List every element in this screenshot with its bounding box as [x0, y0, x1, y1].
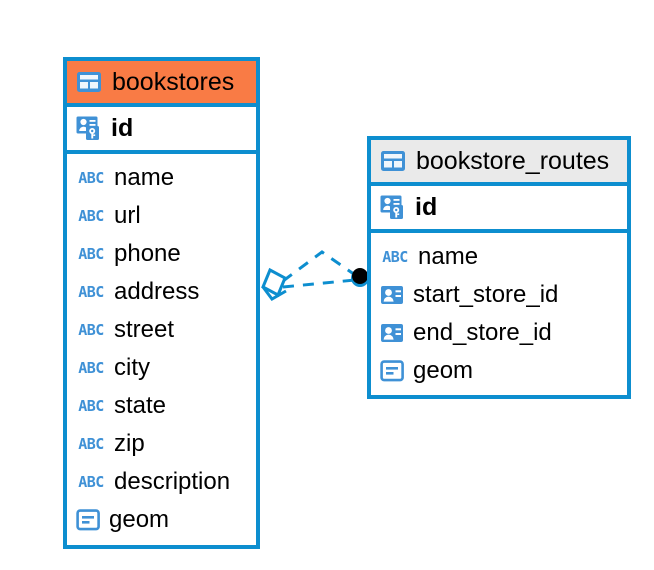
- text-type-icon: ABC: [78, 244, 104, 263]
- field-label-end-store-id: end_store_id: [413, 319, 552, 346]
- field-label-address: address: [114, 278, 200, 305]
- field-label-name: name: [418, 243, 479, 270]
- connector-lower-path: [282, 278, 356, 289]
- field-row-street[interactable]: ABC street: [67, 311, 256, 349]
- text-type-icon: ABC: [78, 396, 104, 415]
- connector-diamond-marker: [261, 267, 287, 301]
- field-label-description: description: [114, 468, 231, 495]
- field-row-address[interactable]: ABC address: [67, 273, 256, 311]
- field-row-geom[interactable]: geom: [67, 501, 256, 539]
- foreign-key-icon: [380, 284, 405, 306]
- field-row-url[interactable]: ABC url: [67, 197, 256, 235]
- field-label-phone: phone: [114, 240, 181, 267]
- field-label-geom: geom: [413, 357, 474, 384]
- field-row-city[interactable]: ABC city: [67, 349, 256, 387]
- text-type-icon: ABC: [382, 247, 408, 266]
- field-label-start-store-id: start_store_id: [413, 281, 559, 308]
- text-type-icon: ABC: [78, 472, 104, 491]
- field-row-name[interactable]: ABC name: [67, 159, 256, 197]
- field-row-primary-key[interactable]: id: [371, 186, 627, 233]
- field-label-city: city: [114, 354, 150, 381]
- entity-header-bookstore-routes[interactable]: bookstore_routes: [371, 140, 627, 186]
- connector-upper-path: [282, 250, 359, 283]
- text-type-icon: ABC: [78, 358, 104, 377]
- table-icon: [380, 150, 406, 172]
- geometry-type-icon: [76, 509, 101, 531]
- geometry-type-icon: [380, 360, 405, 382]
- field-label-id: id: [415, 193, 438, 221]
- field-list-bookstore-routes: ABC name start_store_id: [371, 233, 627, 396]
- field-list-bookstores: ABC name ABC url ABC phone ABC address A…: [67, 154, 256, 545]
- field-row-state[interactable]: ABC state: [67, 387, 256, 425]
- entity-title-bookstores: bookstores: [112, 67, 235, 96]
- entity-title-bookstore-routes: bookstore_routes: [416, 146, 610, 175]
- field-row-end-store-id[interactable]: end_store_id: [371, 314, 627, 352]
- primary-key-icon: [76, 116, 103, 141]
- field-row-zip[interactable]: ABC zip: [67, 425, 256, 463]
- field-row-phone[interactable]: ABC phone: [67, 235, 256, 273]
- entity-table-bookstore-routes[interactable]: bookstore_routes id: [367, 136, 631, 399]
- entity-table-bookstores[interactable]: bookstores id: [63, 57, 260, 549]
- field-label-url: url: [114, 202, 141, 229]
- text-type-icon: ABC: [78, 282, 104, 301]
- text-type-icon: ABC: [78, 434, 104, 453]
- primary-key-icon: [380, 195, 407, 220]
- field-row-start-store-id[interactable]: start_store_id: [371, 276, 627, 314]
- field-row-geom[interactable]: geom: [371, 352, 627, 390]
- field-label-zip: zip: [114, 430, 145, 457]
- field-label-id: id: [111, 114, 134, 142]
- field-row-description[interactable]: ABC description: [67, 463, 256, 501]
- field-label-name: name: [114, 164, 175, 191]
- foreign-key-icon: [380, 322, 405, 344]
- field-label-state: state: [114, 392, 167, 419]
- field-row-name[interactable]: ABC name: [371, 238, 627, 276]
- field-label-street: street: [114, 316, 175, 343]
- entity-header-bookstores[interactable]: bookstores: [67, 61, 256, 107]
- text-type-icon: ABC: [78, 206, 104, 225]
- field-label-geom: geom: [109, 506, 170, 533]
- table-icon: [76, 71, 102, 93]
- text-type-icon: ABC: [78, 168, 104, 187]
- text-type-icon: ABC: [78, 320, 104, 339]
- field-row-primary-key[interactable]: id: [67, 107, 256, 154]
